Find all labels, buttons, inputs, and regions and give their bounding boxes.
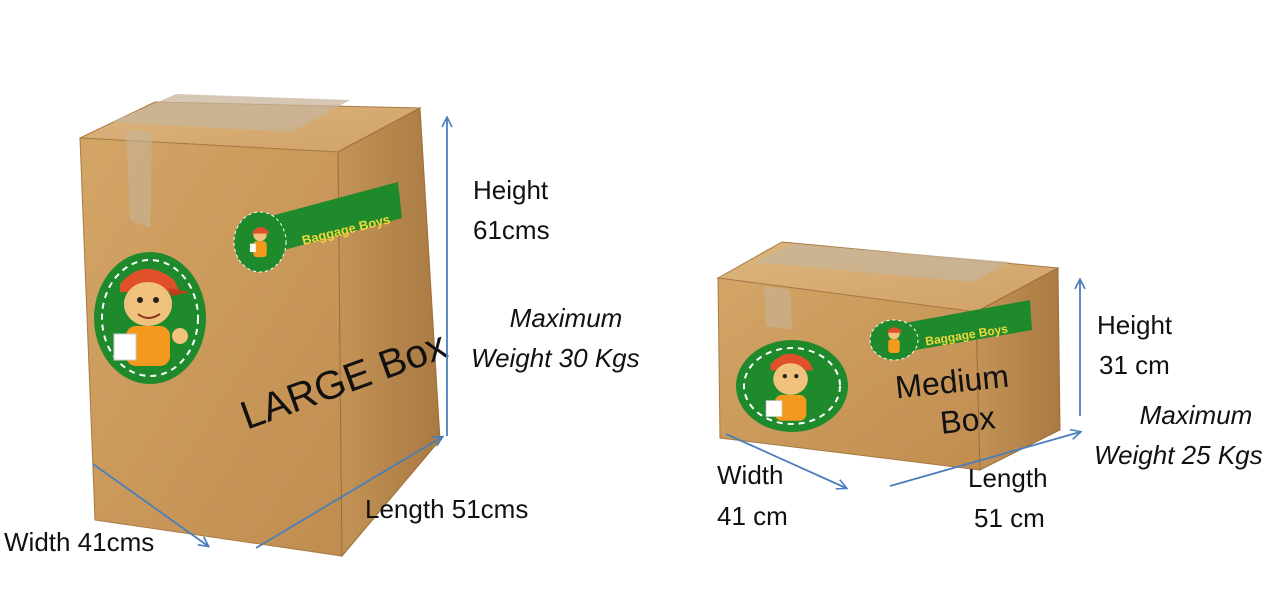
large-box-round-sticker bbox=[94, 252, 206, 384]
large-width-arrow-icon bbox=[92, 463, 208, 546]
large-height-value: 61cms bbox=[473, 215, 550, 245]
large-length-arrow-icon bbox=[255, 437, 442, 549]
medium-box-tape bbox=[754, 244, 1010, 282]
medium-length-label: Length bbox=[968, 463, 1048, 493]
mascot-icon bbox=[765, 353, 814, 421]
mascot-icon bbox=[887, 327, 902, 353]
large-height-label: Height bbox=[473, 175, 549, 205]
medium-height-label: Height bbox=[1097, 310, 1173, 340]
medium-box-round-sticker bbox=[736, 340, 848, 432]
medium-box-tape-front bbox=[764, 286, 792, 330]
large-box: Baggage Boys bbox=[79, 94, 453, 558]
medium-height-value: 31 cm bbox=[1099, 350, 1170, 380]
medium-box: Baggage Boys Medium Box bbox=[716, 241, 1061, 471]
large-box-tape-front bbox=[126, 130, 152, 228]
large-weight-line2: Weight 30 Kgs bbox=[471, 343, 640, 373]
mascot-icon bbox=[249, 227, 270, 258]
medium-box-label-line2: Box bbox=[938, 399, 997, 441]
mascot-icon bbox=[113, 268, 190, 366]
medium-length-value: 51 cm bbox=[974, 503, 1045, 533]
large-box-tape bbox=[112, 94, 350, 132]
medium-length-arrow-icon bbox=[889, 432, 1080, 487]
medium-width-value: 41 cm bbox=[717, 501, 788, 531]
medium-width-label: Width bbox=[717, 460, 784, 490]
medium-weight-line2: Weight 25 Kgs bbox=[1094, 440, 1263, 470]
large-weight-line1: Maximum bbox=[509, 303, 623, 333]
large-width-label: Width 41cms bbox=[4, 527, 155, 557]
large-box-sticker: Baggage Boys bbox=[233, 182, 402, 273]
large-length-label: Length 51cms bbox=[365, 494, 529, 524]
medium-weight-line1: Maximum bbox=[1139, 400, 1253, 430]
medium-width-arrow-icon bbox=[725, 433, 846, 488]
